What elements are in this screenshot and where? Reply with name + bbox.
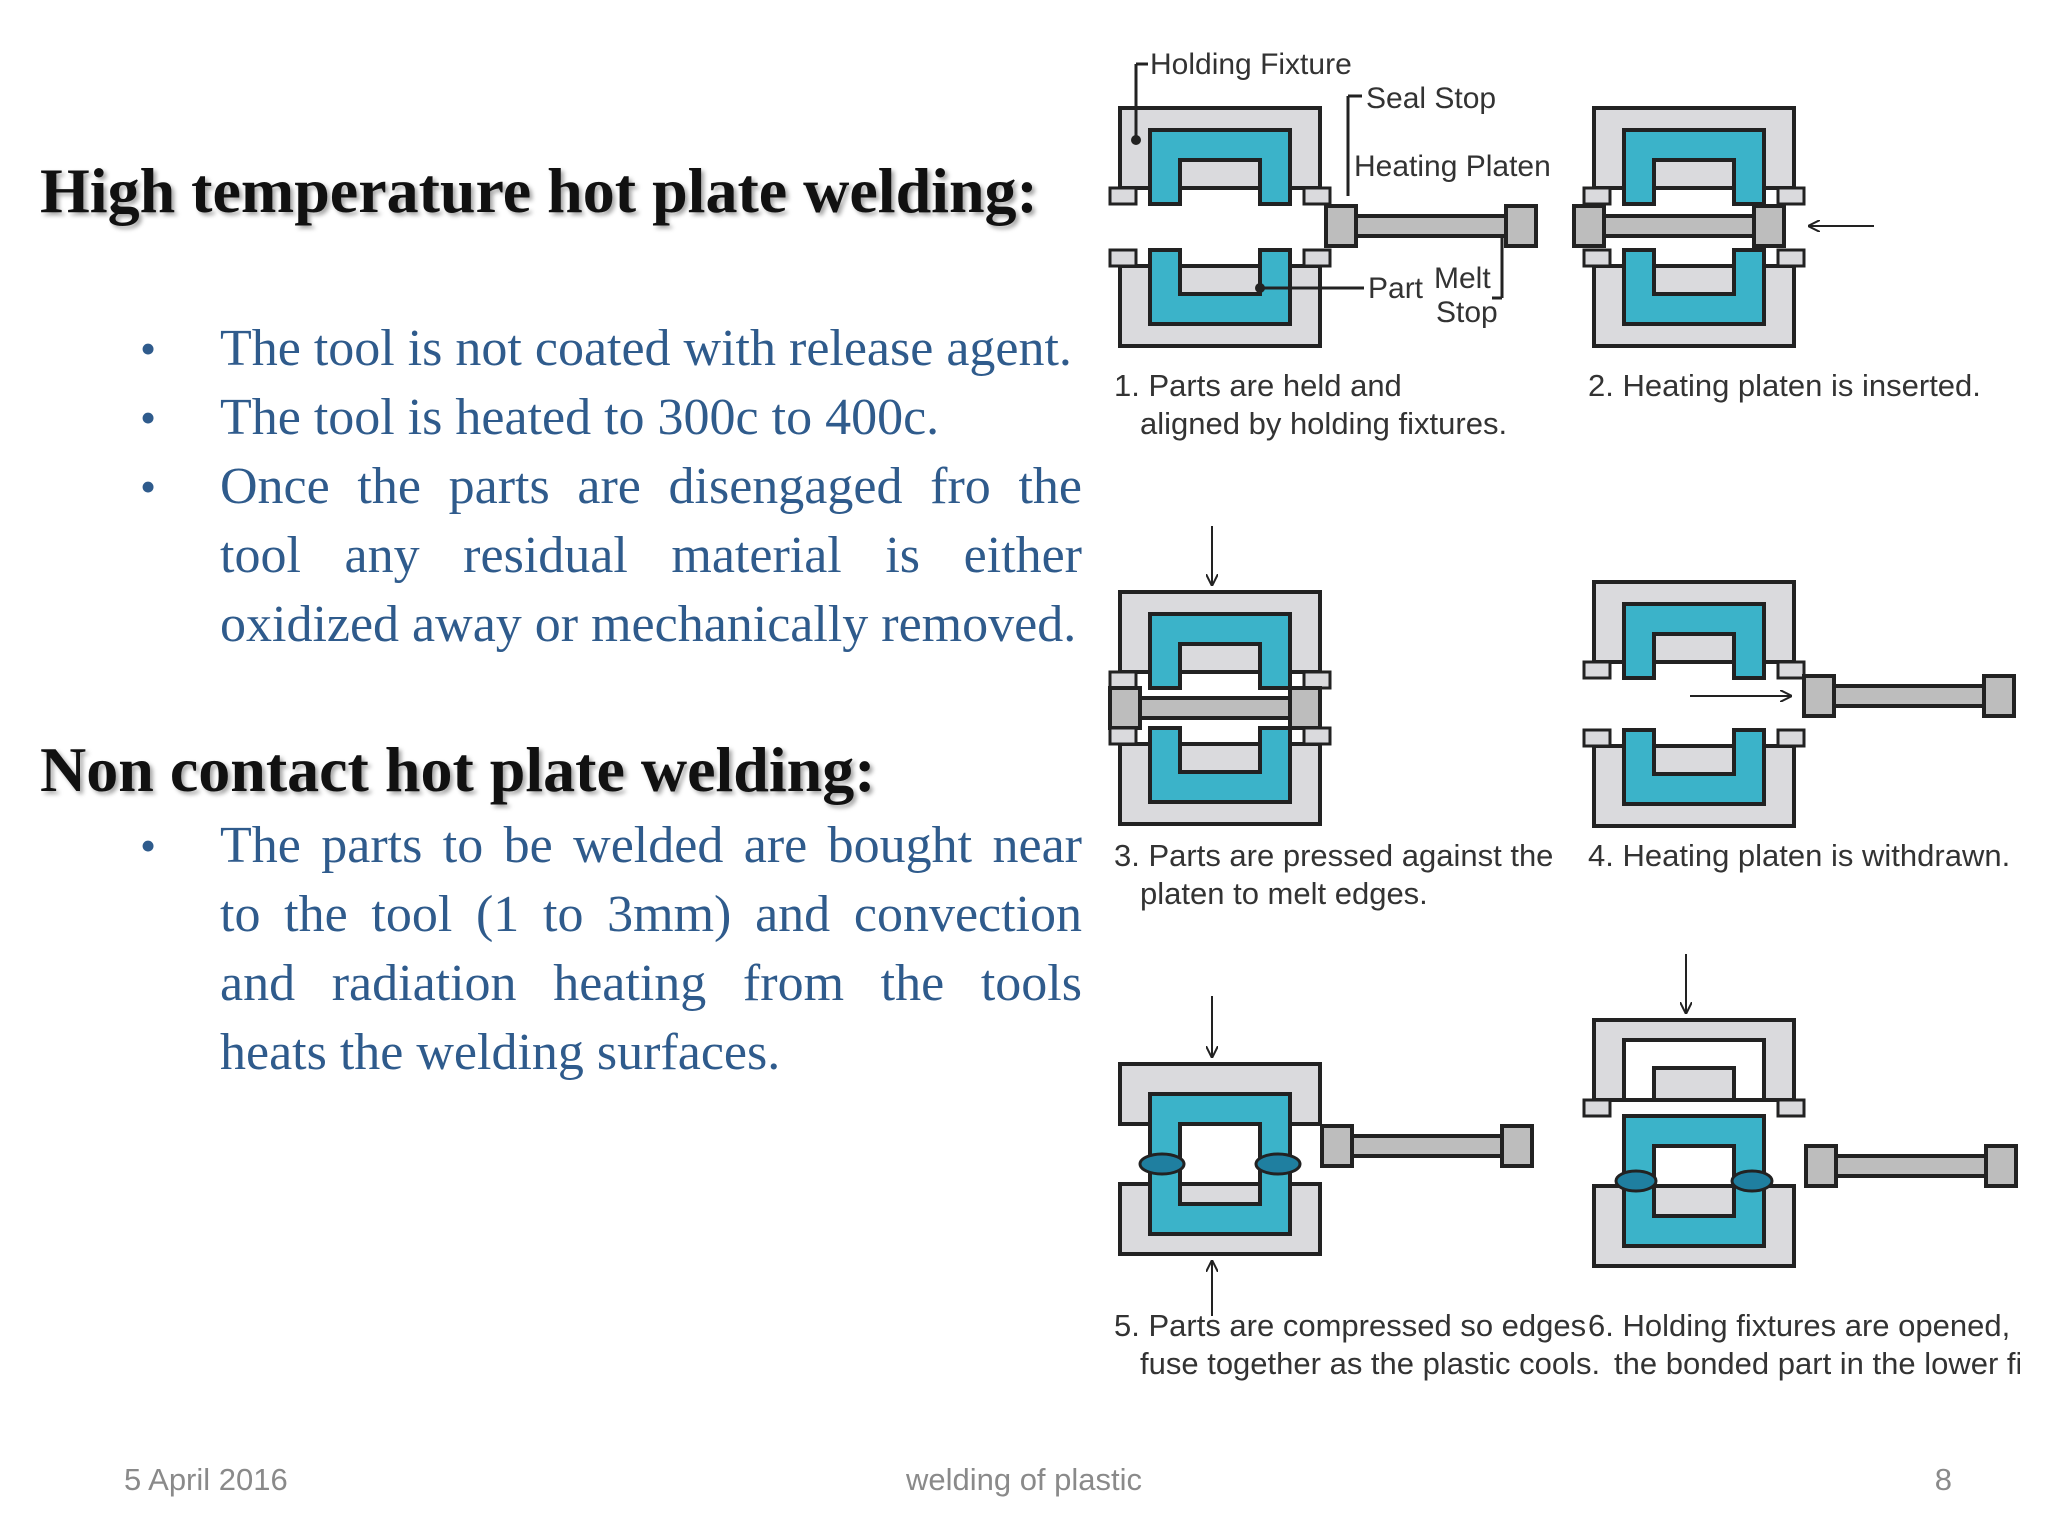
bullet-icon: • xyxy=(140,820,157,871)
bullet-text: Once the parts are disengaged fro the to… xyxy=(220,458,1082,653)
step-5-caption-line-1: 5. Parts are compressed so edges xyxy=(1114,1308,1586,1343)
step-6-diagram: 6. Holding fixtures are opened, leaving … xyxy=(1582,954,2048,1381)
step-6-caption-line-1: 6. Holding fixtures are opened, leaving xyxy=(1588,1308,2020,1343)
step-3-caption-line-1: 3. Parts are pressed against the xyxy=(1114,838,1553,873)
bullet-icon: • xyxy=(140,461,157,512)
heading-high-temperature: High temperature hot plate welding: xyxy=(40,155,1038,226)
hot-plate-welding-diagram: Holding Fixture Seal Stop Heating Platen… xyxy=(1100,36,2048,1436)
text-column: High temperature hot plate welding: • Th… xyxy=(40,150,1082,1087)
label-heating-platen: Heating Platen xyxy=(1354,150,1551,183)
footer-date: 5 April 2016 xyxy=(124,1462,288,1497)
list-item: • The tool is heated to 300c to 400c. xyxy=(40,383,1082,452)
step-1-caption-line-1: 1. Parts are held and xyxy=(1114,368,1402,403)
step-5-caption-line-2: fuse together as the plastic cools. xyxy=(1140,1346,1600,1381)
step-1-caption-line-2: aligned by holding fixtures. xyxy=(1140,406,1507,441)
label-part: Part xyxy=(1368,272,1424,305)
footer-page-number: 8 xyxy=(1934,1462,1952,1497)
label-melt: Melt xyxy=(1434,262,1491,295)
step-4-caption-line-1: 4. Heating platen is withdrawn. xyxy=(1588,838,2010,873)
label-holding-fixture: Holding Fixture xyxy=(1150,48,1352,81)
step-4-diagram: 4. Heating platen is withdrawn. xyxy=(1582,580,2016,873)
list-item: • The parts to be welded are bought near… xyxy=(40,811,1082,1087)
list-item: • The tool is not coated with release ag… xyxy=(40,314,1082,383)
step-2-caption-line-1: 2. Heating platen is inserted. xyxy=(1588,368,1981,403)
footer-title: welding of plastic xyxy=(905,1462,1143,1497)
bullet-text: The parts to be welded are bought near t… xyxy=(220,817,1082,1081)
step-1-diagram: Holding Fixture Seal Stop Heating Platen… xyxy=(1108,48,1551,441)
heading-non-contact: Non contact hot plate welding: xyxy=(40,734,876,805)
bullet-list-high-temperature: • The tool is not coated with release ag… xyxy=(40,314,1082,659)
list-item: • Once the parts are disengaged fro the … xyxy=(40,452,1082,659)
bullet-text: The tool is not coated with release agen… xyxy=(220,320,1072,377)
step-3-diagram: 3. Parts are pressed against the platen … xyxy=(1108,526,1553,911)
step-6-caption-line-2: the bonded part in the lower fixture. xyxy=(1614,1346,2020,1381)
step-2-diagram: 2. Heating platen is inserted. xyxy=(1572,106,1981,403)
bullet-icon: • xyxy=(140,392,157,443)
label-stop: Stop xyxy=(1436,296,1498,329)
bullet-text: The tool is heated to 300c to 400c. xyxy=(220,389,940,446)
step-3-caption-line-2: platen to melt edges. xyxy=(1140,876,1428,911)
label-seal-stop: Seal Stop xyxy=(1366,82,1496,115)
bullet-icon: • xyxy=(140,323,157,374)
bullet-list-non-contact: • The parts to be welded are bought near… xyxy=(40,811,1082,1087)
step-5-diagram: 5. Parts are compressed so edges fuse to… xyxy=(1114,996,1600,1381)
diagram-svg: Holding Fixture Seal Stop Heating Platen… xyxy=(1108,48,2048,1381)
